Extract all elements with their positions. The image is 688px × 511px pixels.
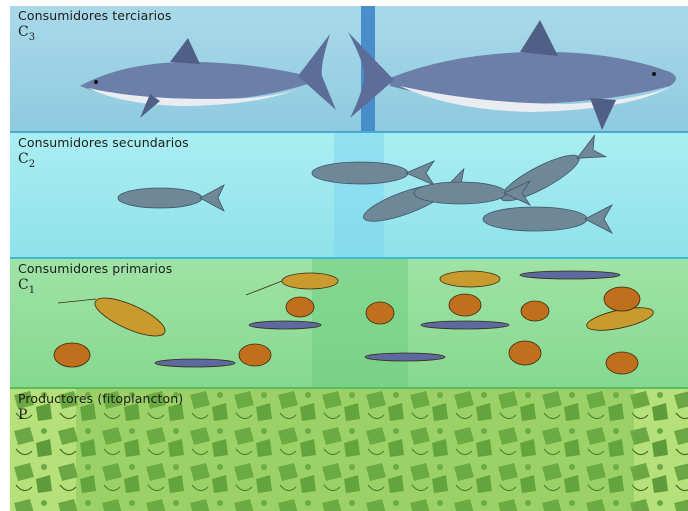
level-symbol: C2	[18, 151, 35, 170]
copepod	[606, 352, 638, 374]
krill	[365, 353, 445, 361]
fish-illustrations	[10, 133, 688, 257]
krill	[155, 359, 235, 367]
level-symbol: C1	[18, 277, 35, 296]
level-title: Consumidores secundarios	[18, 135, 189, 150]
copepod	[286, 297, 314, 317]
shark-left	[80, 34, 336, 118]
zooplankton-illustrations	[10, 259, 688, 387]
level-symbol: P	[18, 407, 27, 423]
fish	[118, 185, 224, 211]
copepod	[509, 341, 541, 365]
shrimp	[440, 271, 500, 287]
level-symbol: C3	[18, 24, 35, 43]
level-proportion-bar	[76, 389, 634, 511]
level-producers: Productores (fitoplancton) P	[10, 389, 688, 511]
shark-illustrations	[10, 6, 688, 131]
copepod	[521, 301, 549, 321]
level-title: Consumidores primarios	[18, 261, 172, 276]
shrimp	[58, 291, 170, 344]
copepod	[604, 287, 640, 311]
fish	[483, 205, 612, 233]
fish	[496, 135, 606, 209]
copepod	[366, 302, 394, 324]
fish	[312, 161, 434, 185]
krill	[249, 321, 321, 329]
level-tertiary-consumers: Consumidores terciarios C3	[10, 6, 688, 133]
copepod	[239, 344, 271, 366]
krill	[520, 271, 620, 279]
level-primary-consumers: Consumidores primarios C1	[10, 259, 688, 389]
shrimp	[246, 273, 338, 295]
copepod	[449, 294, 481, 316]
level-title: Consumidores terciarios	[18, 8, 172, 23]
copepod	[54, 343, 90, 367]
level-secondary-consumers: Consumidores secundarios C2	[10, 133, 688, 259]
level-title: Productores (fitoplancton)	[18, 391, 183, 406]
krill	[421, 321, 509, 329]
shark-right	[348, 20, 676, 130]
